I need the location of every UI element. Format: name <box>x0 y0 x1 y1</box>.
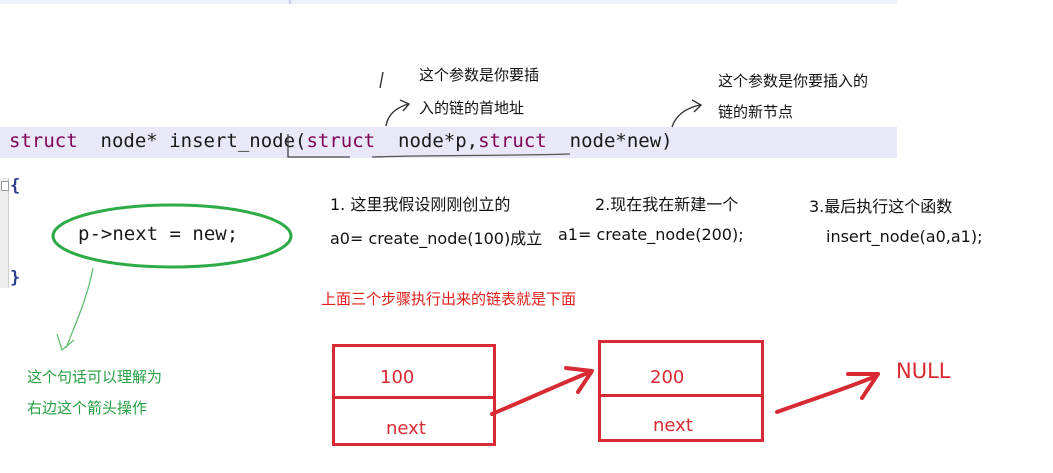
keyword-struct-param1: struct <box>306 130 376 152</box>
node-a0-next: next <box>386 418 426 439</box>
function-name: insert_node <box>169 130 296 152</box>
param-underline <box>371 153 571 158</box>
step2-title: 2.现在我在新建一个 <box>595 195 739 214</box>
param-new-arrow-icon <box>671 99 703 128</box>
keyword-struct: struct <box>9 130 78 152</box>
list-node-a1 <box>598 340 764 442</box>
function-signature: struct node* insert_node(struct node*p,s… <box>9 130 673 152</box>
func-name-underline <box>287 134 350 158</box>
step3-title: 3.最后执行这个函数 <box>809 197 953 216</box>
param-new-note-line2: 链的新节点 <box>718 103 794 121</box>
step1-code: a0= create_node(100)成立 <box>330 229 543 248</box>
editor-top-strip <box>0 0 897 4</box>
param-new: node*new) <box>569 130 673 152</box>
param-p-note-line2: 入的链的首地址 <box>419 99 525 117</box>
green-note-line2: 右边这个箭头操作 <box>27 399 148 417</box>
fold-marker-icon <box>1 181 9 191</box>
keyword-struct-param2: struct <box>478 130 547 152</box>
param-new-note-line1: 这个参数是你要插入的 <box>718 72 869 90</box>
list-node-a0 <box>332 344 496 446</box>
green-highlight-ellipse <box>51 203 293 269</box>
step3-code: insert_node(a0,a1); <box>826 227 983 246</box>
param-p-arrow-icon <box>379 71 411 127</box>
editor-top-marker <box>289 0 291 4</box>
code-signature-band <box>0 127 897 158</box>
node-a0-divider <box>335 396 493 399</box>
open-paren: ( <box>295 130 307 152</box>
param-p-note-line1: 这个参数是你要插 <box>419 66 540 84</box>
result-caption: 上面三个步骤执行出来的链表就是下面 <box>321 290 577 308</box>
node-a1-value: 200 <box>650 367 685 388</box>
green-pointer-arrow-icon <box>56 267 94 352</box>
step2-code: a1= create_node(200); <box>558 225 744 244</box>
body-statement: p->next = new; <box>78 223 239 245</box>
editor-gutter <box>0 178 9 288</box>
close-brace: } <box>10 268 21 288</box>
null-terminal: NULL <box>896 359 951 383</box>
node-a0-value: 100 <box>380 367 415 388</box>
node-a1-divider <box>601 394 761 397</box>
node-a1-next: next <box>653 415 693 436</box>
open-brace: { <box>10 176 21 196</box>
return-type: node* <box>100 130 158 152</box>
node-link-arrow-icon <box>490 366 594 416</box>
null-link-arrow-icon <box>775 372 880 414</box>
param-p: node*p, <box>398 130 479 152</box>
step1-title: 1. 这里我假设刚刚创立的 <box>330 195 511 214</box>
green-note-line1: 这个句话可以理解为 <box>27 368 163 386</box>
